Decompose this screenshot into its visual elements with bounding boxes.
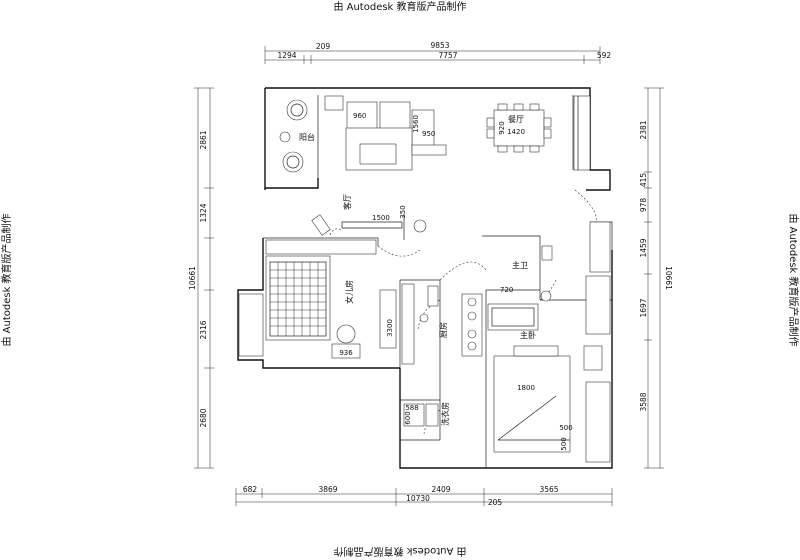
dim-top-209: 209 — [316, 42, 331, 51]
dim-laundry-600: 600 — [404, 411, 412, 424]
right-dimension-lines — [644, 87, 664, 469]
room-master-bath-label: 主卫 — [512, 260, 528, 270]
dim-living-1500: 1500 — [372, 214, 390, 222]
dim-bottom-2409: 2409 — [431, 485, 450, 494]
dim-left-2680: 2680 — [199, 408, 208, 427]
dim-sofa-960: 960 — [353, 112, 366, 120]
edu-stamp-left: 由 Autodesk 教育版产品制作 — [0, 213, 13, 346]
edu-stamp-right: 由 Autodesk 教育版产品制作 — [787, 213, 800, 346]
top-dimension-lines — [264, 46, 601, 64]
dim-bottom-3869: 3869 — [318, 485, 337, 494]
dim-bottom-10730: 10730 — [406, 494, 430, 503]
room-daughter-label: 女儿房 — [344, 280, 354, 304]
dim-desk-936: 936 — [339, 349, 353, 357]
dim-top-7757: 7757 — [438, 51, 457, 60]
master-bath-furniture — [487, 245, 553, 331]
master-bedroom-furniture — [493, 221, 611, 463]
dim-top-1294: 1294 — [277, 51, 296, 60]
dim-right-10661: 10661 — [664, 266, 673, 290]
living-room-furniture — [311, 95, 447, 240]
dim-bottom-3565: 3565 — [539, 485, 558, 494]
room-balcony-label: 阳台 — [299, 132, 315, 142]
dim-sofa-1560: 1560 — [412, 115, 420, 133]
dining-furniture — [486, 95, 591, 171]
bottom-dimension-lines — [235, 488, 613, 506]
dim-dining-920: 920 — [498, 121, 506, 134]
dim-bed-500a: 500 — [559, 424, 572, 432]
dim-top-592: 592 — [597, 51, 612, 60]
dim-top-total: 9853 — [430, 41, 449, 50]
dim-daughter-3300: 3300 — [386, 319, 394, 337]
edu-stamp-bottom: 由 Autodesk 教育版产品制作 — [333, 545, 466, 558]
dim-bed-500b: 500 — [560, 437, 568, 450]
room-living-label: 客厅 — [342, 194, 352, 210]
edu-stamp-top: 由 Autodesk 教育版产品制作 — [333, 0, 466, 13]
dim-right-415: 415 — [639, 173, 648, 188]
laundry-furniture — [403, 403, 439, 427]
dim-bottom-205: 205 — [488, 498, 503, 507]
dim-dining-1420: 1420 — [507, 128, 525, 136]
dim-bottom-682: 682 — [243, 485, 258, 494]
dim-right-978: 978 — [639, 198, 648, 213]
dim-left-10661: 10661 — [188, 266, 197, 290]
dim-left-2316: 2316 — [199, 320, 208, 339]
balcony-area — [279, 99, 308, 173]
room-laundry-label: 洗衣房 — [440, 402, 450, 426]
dim-sofa-950: 950 — [422, 130, 435, 138]
dim-right-2381: 2381 — [639, 120, 648, 139]
room-kitchen-label: 厨房 — [438, 322, 448, 338]
dim-left-1324: 1324 — [199, 203, 208, 222]
room-master-label: 主卧 — [520, 330, 536, 340]
room-dining-label: 餐厅 — [508, 115, 524, 124]
dim-left-2861: 2861 — [199, 130, 208, 149]
dim-right-3588: 3588 — [639, 392, 648, 411]
left-dimension-lines — [194, 87, 214, 469]
kitchen-furniture — [401, 283, 483, 365]
dim-bed-1800: 1800 — [517, 384, 535, 392]
dim-right-1697: 1697 — [639, 298, 648, 317]
dim-laundry-588: 588 — [405, 404, 418, 412]
dim-living-350: 350 — [399, 205, 407, 218]
dim-bath-720: 720 — [500, 286, 513, 294]
daughter-room-furniture — [238, 239, 397, 359]
dim-right-1459: 1459 — [639, 238, 648, 257]
